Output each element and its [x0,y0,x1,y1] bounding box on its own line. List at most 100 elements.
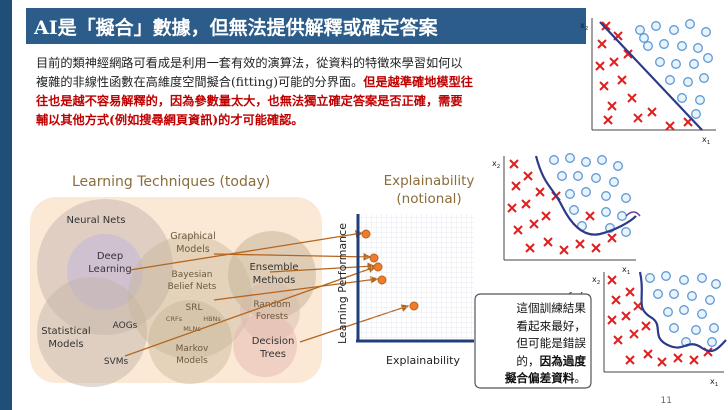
cross-mark [647,107,657,117]
explainability-plot: Learning Performance Explainability [336,214,474,367]
learning-techniques-venn: Neural Nets Deep Learning Graphical Mode… [30,197,322,387]
title-bar: AI是「擬合」數據，但無法提供解釋或確定答案 [26,8,586,44]
cross-mark [633,113,643,123]
cross-mark [613,335,623,345]
cross-mark [609,57,619,67]
cross-mark [525,243,535,253]
label-graphical-models: Models [176,244,210,255]
cross-mark [643,349,653,359]
explainability-title-line2: (notional) [396,191,462,207]
label-belief-nets: Belief Nets [168,282,217,292]
circle-mark [705,295,715,305]
circle-mark [621,193,631,203]
cross-mark [617,75,627,85]
label-markov: Markov [176,344,209,354]
cross-mark [625,287,635,297]
callout-line5-end: 。 [574,371,586,385]
cross-mark [521,199,531,209]
circle-mark [685,19,695,29]
circle-mark [581,157,591,167]
cross-mark [595,61,605,71]
callout-line4-a: 的， [516,353,540,368]
label-deep: Deep [97,251,123,262]
arrow-bayesian [213,252,372,261]
circle-mark [661,271,671,281]
ensemble-methods-circle [228,231,316,319]
circle-mark [699,73,709,83]
circle-mark [597,155,607,165]
cross-mark [665,121,675,131]
cross-mark [597,39,607,49]
label-trees: Trees [259,349,286,360]
label-bayesian: Bayesian [172,270,213,280]
label-ensemble: Ensemble [249,262,298,273]
circle-mark [671,59,681,69]
circle-mark [691,109,701,119]
point-decision-trees [409,301,419,311]
circle-mark [677,93,687,103]
body-emphasis: 但是越準確地模型往往也是越不容易解釋的，因為參數量太大，也無法獨立確定答案是否正… [36,75,473,127]
circle-mark [689,59,699,69]
circle-mark [683,77,693,87]
body-text: 目前的類神經網路可看成是利用一套有效的演算法，從資料的特徵來學習如何以複雜的非線… [36,56,463,89]
cross-mark [507,203,517,213]
circle-mark [601,191,611,201]
label-forests: Forests [256,312,289,322]
circle-mark [581,187,591,197]
left-accent-bar [0,0,12,410]
callout-line5-bold: 擬合偏差資料 [504,371,575,385]
cross-mark [607,315,617,325]
cross-mark [535,187,545,197]
circle-mark [653,289,663,299]
circle-mark [645,273,655,283]
circle-mark [573,171,583,181]
label-hbns: HBNs [203,315,221,323]
callout-line5: 擬合偏差資料。 [482,370,586,388]
point-bayesian [369,253,379,263]
cross-mark [625,355,635,365]
circle-mark [621,227,631,237]
circle-mark [617,211,627,221]
curl-arrow [625,211,641,217]
cross-mark [607,275,617,285]
circle-mark [665,75,675,85]
panel-x-label: x1 [702,135,710,146]
arrow-srl [213,275,379,301]
statistical-models-circle [37,277,147,387]
circle-mark [639,33,649,43]
circle-mark [613,161,623,171]
cross-mark [641,321,651,331]
cross-mark [621,311,631,321]
circle-mark [687,291,697,301]
point-ensemble [373,262,383,272]
cross-mark [607,101,617,111]
label-mlns: MLNs [183,325,201,333]
cross-mark [541,211,551,221]
cross-mark [509,159,519,169]
cross-mark [511,181,521,191]
cross-mark [559,245,569,255]
circle-mark [591,173,601,183]
panel-x-label: x1 [710,377,718,388]
cross-mark [657,357,667,367]
callout-text: 這個訓練結果 看起來最好， 但可能是錯誤 的，因為過度 擬合偏差資料。 [482,300,586,388]
circle-mark [707,337,717,347]
cross-mark [627,93,637,103]
point-srl [377,275,387,285]
circle-mark [703,53,713,63]
cross-mark [591,243,601,253]
cross-mark [513,225,523,235]
decision-trees-circle [233,313,297,377]
circle-mark [655,57,665,67]
circle-mark [659,39,669,49]
label-learning: Learning [88,264,131,275]
cross-mark [575,239,585,249]
cross-mark [611,295,621,305]
circle-mark [679,305,689,315]
circle-mark [565,189,575,199]
arrow-svms [124,265,377,357]
circle-mark [691,325,701,335]
